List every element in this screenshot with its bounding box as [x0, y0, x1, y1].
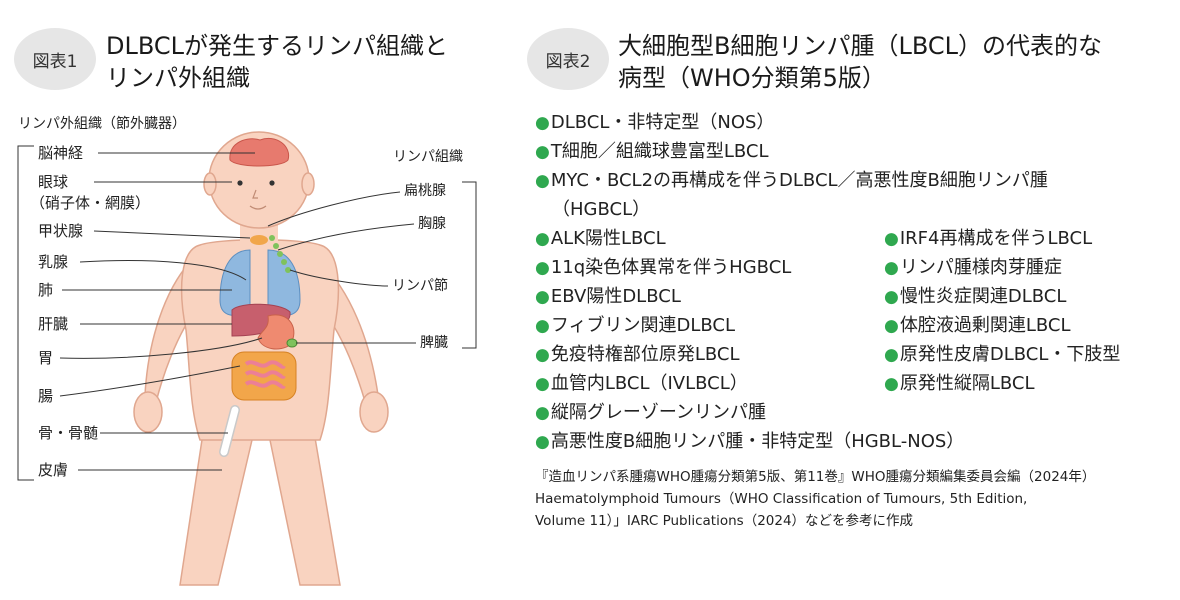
reference-line-3: Volume 11）」IARC Publications（2024）などを参考に…: [535, 513, 914, 529]
bullet-icon: ●: [884, 316, 899, 336]
lbcl-item-10: ●縦隔グレーゾーンリンパ腫: [535, 402, 766, 423]
stomach: [257, 314, 295, 350]
bullet-icon: ●: [535, 229, 550, 249]
label-tonsil: 扁桃腺: [404, 183, 446, 199]
lbcl-right-item-2: ●リンパ腫様肉芽腫症: [884, 257, 1062, 278]
label-lung: 肺: [38, 281, 54, 299]
lbcl-item-3: ●MYC・BCL2の再構成を伴うDLBCL／高悪性度B細胞リンパ腫: [535, 170, 1048, 191]
lbcl-right-item-1: ●IRF4再構成を伴うLBCL: [884, 228, 1093, 249]
bullet-icon: ●: [535, 142, 550, 162]
bullet-icon: ●: [535, 113, 550, 133]
lymph-node-chain: [269, 235, 291, 273]
label-lymph-node: リンパ節: [392, 278, 448, 294]
bullet-icon: ●: [535, 403, 550, 423]
left-eye: [237, 180, 243, 186]
label-bone: 骨・骨髄: [38, 424, 99, 442]
lbcl-item-11: ●高悪性度B細胞リンパ腫・非特定型（HGBL-NOS）: [535, 431, 965, 452]
nose: [252, 189, 258, 199]
bullet-icon: ●: [535, 316, 550, 336]
bullet-icon: ●: [884, 345, 899, 365]
body-illustration: [17, 131, 477, 586]
figure2-badge: 図表2: [527, 28, 609, 90]
left-ear: [203, 172, 217, 196]
lbcl-item-3-continuation: （HGBCL）: [552, 199, 651, 220]
femur-bone-inner: [220, 406, 239, 456]
small-intestine: [244, 360, 286, 389]
label-eye: 眼球: [38, 173, 69, 191]
lymph-bracket: [462, 181, 477, 349]
spleen: [286, 338, 298, 348]
figure1-title-line2: リンパ外組織: [106, 64, 250, 92]
label-thyroid: 甲状腺: [38, 222, 84, 240]
left-leg: [179, 418, 253, 586]
right-hand: [359, 391, 389, 433]
lbcl-item-7: ●フィブリン関連DLBCL: [535, 315, 736, 336]
left-hand: [133, 391, 163, 433]
lbcl-item-2: ●T細胞／組織球豊富型LBCL: [535, 141, 769, 162]
bullet-icon: ●: [884, 258, 899, 278]
figure1-title-line1: DLBCLが発生するリンパ組織と: [106, 32, 449, 60]
extranodal-bracket: [17, 145, 34, 481]
bullet-icon: ●: [535, 345, 550, 365]
bullet-icon: ●: [884, 287, 899, 307]
bullet-icon: ●: [535, 171, 550, 191]
lymph-header: リンパ組織: [393, 149, 463, 165]
thyroid: [250, 235, 268, 245]
label-stomach: 胃: [38, 349, 54, 367]
bullet-icon: ●: [535, 258, 550, 278]
bullet-icon: ●: [535, 374, 550, 394]
label-breast: 乳腺: [38, 253, 69, 271]
bullet-icon: ●: [535, 287, 550, 307]
bullet-icon: ●: [884, 229, 899, 249]
lbcl-item-8: ●免疫特権部位原発LBCL: [535, 344, 740, 365]
label-thymus: 胸腺: [418, 216, 446, 232]
reference-line-1: 『造血リンパ系腫瘍WHO腫瘍分類第5版、第11巻』WHO腫瘍分類編集委員会編（2…: [535, 469, 1096, 485]
brain: [229, 138, 290, 167]
lbcl-right-item-3: ●慢性炎症関連DLBCL: [884, 286, 1067, 307]
leader-lines-right: [267, 191, 416, 344]
lbcl-item-1: ●DLBCL・非特定型（NOS）: [535, 112, 775, 133]
lbcl-item-5: ●11q染色体異常を伴うHGBCL: [535, 257, 792, 278]
label-brain: 脳神経: [38, 144, 84, 162]
lbcl-item-9: ●血管内LBCL（IVLBCL）: [535, 373, 748, 394]
figure1-badge: 図表1: [14, 28, 96, 90]
right-ear: [301, 172, 315, 196]
right-leg: [269, 418, 341, 586]
right-eye: [269, 180, 275, 186]
human-figure: [133, 131, 389, 586]
label-skin: 皮膚: [38, 461, 69, 479]
lbcl-item-4: ●ALK陽性LBCL: [535, 228, 666, 249]
figure2-title-line1: 大細胞型B細胞リンパ腫（LBCL）の代表的な: [618, 32, 1103, 60]
leader-lines-left: [59, 152, 263, 471]
reference-line-2: Haematolymphoid Tumours（WHO Classificati…: [535, 491, 1028, 507]
lbcl-right-item-4: ●体腔液過剰関連LBCL: [884, 315, 1071, 336]
figure2-title-line2: 病型（WHO分類第5版）: [618, 64, 886, 92]
label-spleen: 脾臓: [420, 335, 448, 351]
label-intestine: 腸: [38, 387, 54, 405]
lbcl-right-item-5: ●原発性皮膚DLBCL・下肢型: [884, 344, 1121, 365]
lbcl-right-item-6: ●原発性縦隔LBCL: [884, 373, 1035, 394]
label-eye-sub: （硝子体・網膜）: [30, 194, 151, 212]
lbcl-item-6: ●EBV陽性DLBCL: [535, 286, 681, 307]
mouth: [249, 205, 267, 210]
label-liver: 肝臓: [38, 315, 69, 333]
bullet-icon: ●: [535, 432, 550, 452]
bullet-icon: ●: [884, 374, 899, 394]
extranodal-header: リンパ外組織（節外臓器）: [18, 116, 186, 132]
